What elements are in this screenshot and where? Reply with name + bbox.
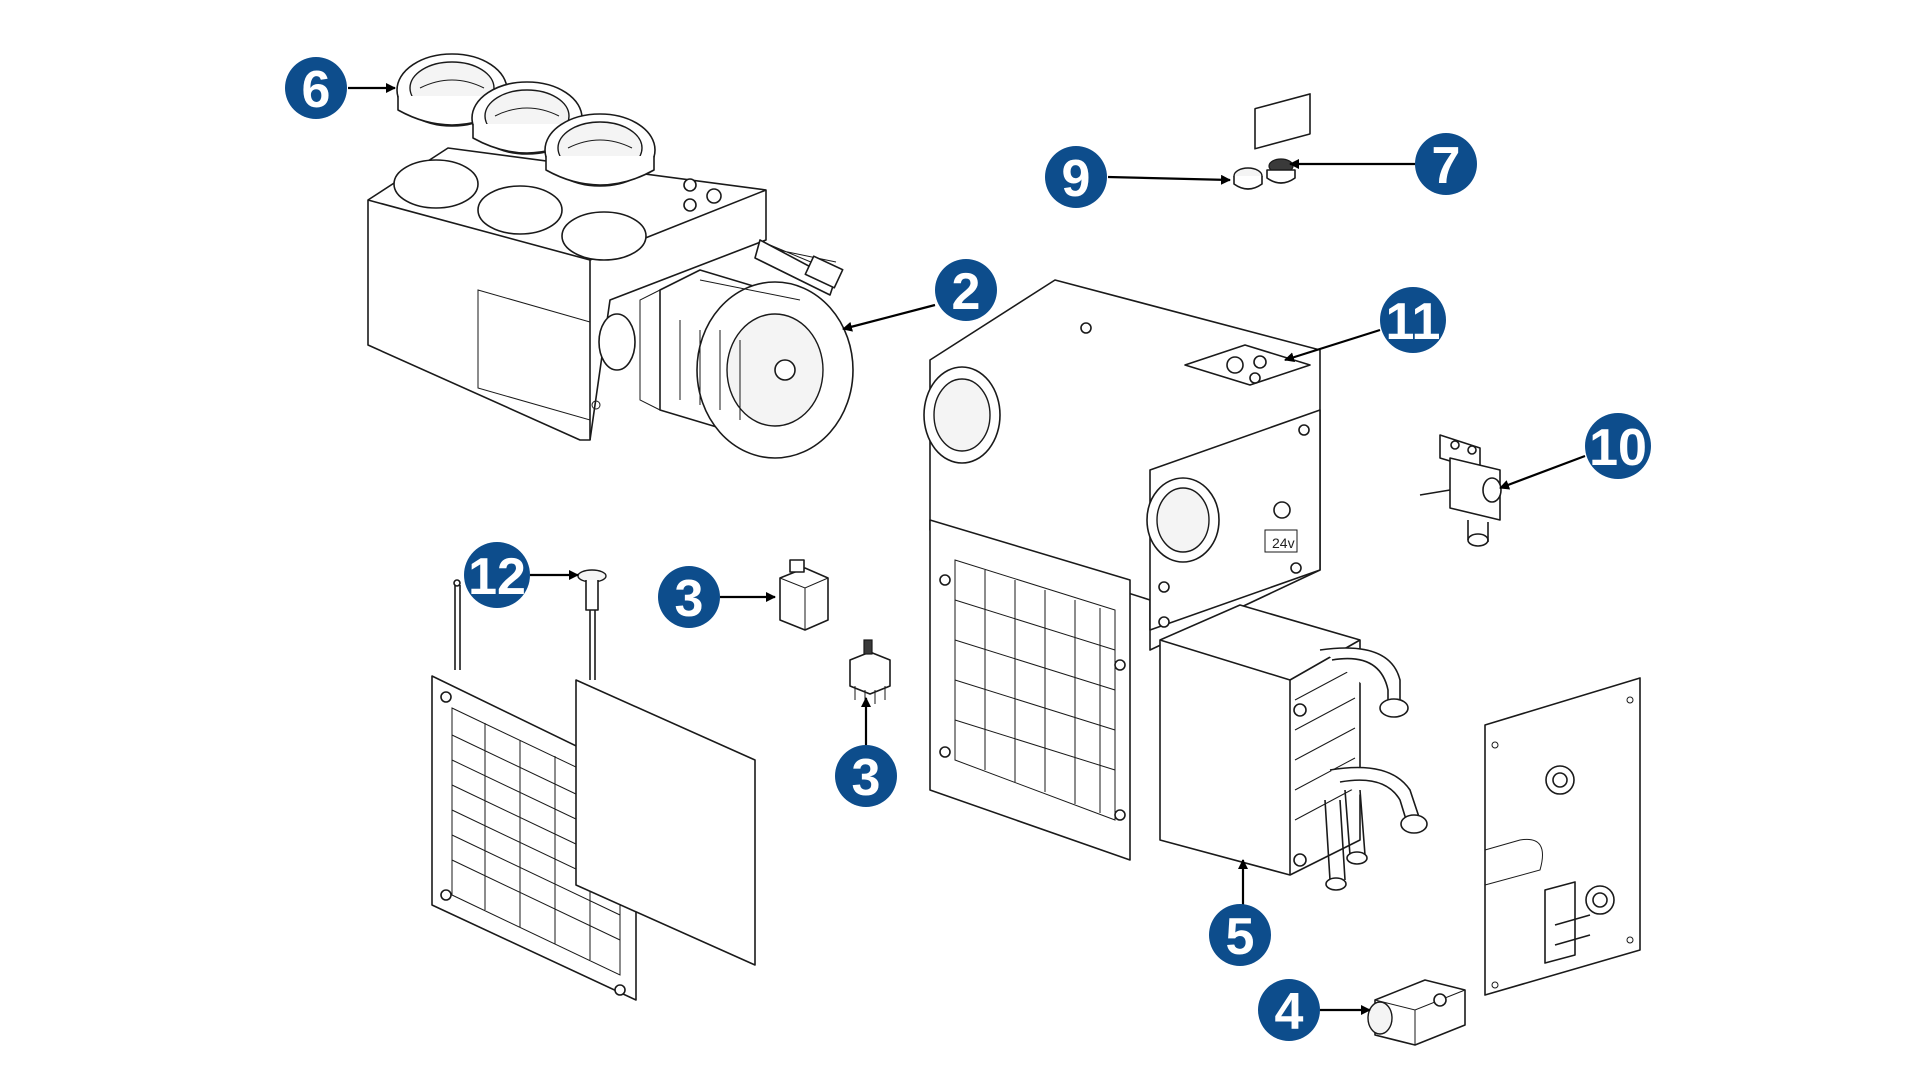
callout-10: 10 <box>1585 413 1651 479</box>
part-heater-core <box>1159 604 1428 891</box>
callouts: 6 2 9 7 11 10 12 3 3 5 4 <box>285 57 1651 1041</box>
leader-9 <box>1107 174 1231 185</box>
part-main-housing: 24v <box>923 93 1321 861</box>
callout-2: 2 <box>935 259 997 321</box>
vent-ring-3 <box>544 113 656 187</box>
callout-3b: 3 <box>835 745 897 807</box>
part-valve <box>1419 434 1502 547</box>
svg-text:4: 4 <box>1275 983 1304 1041</box>
callout-4: 4 <box>1258 979 1320 1041</box>
callout-9: 9 <box>1045 146 1107 208</box>
svg-text:12: 12 <box>468 548 526 606</box>
part-knob-7 <box>1266 158 1296 184</box>
part-upper-housing <box>367 147 767 441</box>
callout-12: 12 <box>464 542 530 608</box>
part-vent-rings <box>396 53 656 187</box>
callout-7: 7 <box>1415 133 1477 195</box>
callout-5: 5 <box>1209 904 1271 966</box>
svg-text:3: 3 <box>675 570 704 628</box>
leader-11 <box>1284 328 1381 363</box>
part-blower <box>639 239 854 459</box>
part-knob-9 <box>1233 167 1263 190</box>
svg-text:10: 10 <box>1589 419 1647 477</box>
voltage-label: 24v <box>1272 535 1295 551</box>
callout-3a: 3 <box>658 566 720 628</box>
leader-10 <box>1499 454 1586 490</box>
svg-text:11: 11 <box>1386 293 1441 351</box>
leader-lines <box>348 83 1586 1015</box>
callout-6: 6 <box>285 57 347 119</box>
svg-text:2: 2 <box>952 263 981 321</box>
part-back-cover-plate <box>1484 677 1641 996</box>
svg-text:7: 7 <box>1432 137 1461 195</box>
part-switch-solenoid <box>779 559 829 631</box>
part-valve-block <box>1367 979 1466 1046</box>
part-switch-rotary <box>849 639 891 704</box>
part-filter-panel <box>575 679 756 966</box>
svg-text:6: 6 <box>302 61 331 119</box>
svg-text:5: 5 <box>1226 908 1255 966</box>
callout-11: 11 <box>1380 287 1446 353</box>
svg-text:9: 9 <box>1062 150 1091 208</box>
svg-text:3: 3 <box>852 749 881 807</box>
leader-2 <box>842 303 936 332</box>
